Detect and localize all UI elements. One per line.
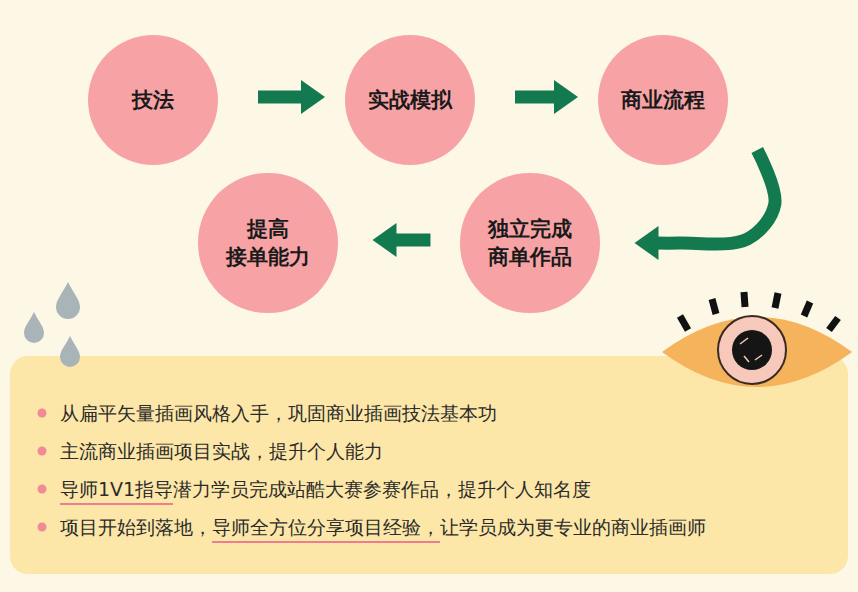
bullet-dot [38,409,47,418]
step-label: 技法 [132,86,174,114]
step-label: 提高 接单能力 [213,215,322,272]
arrow-head [554,80,578,114]
drop [60,336,80,367]
flow-arrow [635,150,776,260]
step-circle: 技法 [88,35,218,165]
drop [24,312,44,343]
eye-shape [662,317,852,387]
arrow-head [635,226,659,260]
step-circle: 提高 接单能力 [198,173,337,312]
step-label: 商业流程 [621,86,705,114]
rain-drops [24,282,80,367]
iris [718,316,786,384]
step-circle: 独立完成 商单作品 [460,173,599,312]
emphasis-underline [212,541,440,543]
arrow-shaft [515,91,556,104]
flow-arrow [515,80,578,114]
arrow-shaft [657,150,776,244]
eye-illustration [662,292,852,387]
info-panel [10,356,848,574]
bullet-dot [38,447,47,456]
step-circle: 商业流程 [598,35,728,165]
flow-arrow [258,80,325,114]
arrow-shaft [395,233,431,246]
pupil-texture [740,338,762,362]
bullet-text: 项目开始到落地，导师全方位分享项目经验，让学员成为更专业的商业插画师 [60,514,706,540]
step-circle: 实战模拟 [345,35,475,165]
arrow-shaft [258,91,303,104]
bullet-text: 导师1V1指导潜力学员完成站酷大赛参赛作品，提升个人知名度 [60,476,591,502]
bullet-text: 主流商业插画项目实战，提升个人能力 [60,438,383,464]
bullet-dot [38,485,47,494]
drop [56,282,80,319]
bullet-dot [38,523,47,532]
step-label: 独立完成 商单作品 [475,215,584,272]
step-label: 实战模拟 [368,86,452,114]
pupil [732,330,772,370]
arrow-head [373,223,397,257]
emphasis-underline [60,503,173,505]
bullet-text: 从扁平矢量插画风格入手，巩固商业插画技法基本功 [60,400,497,426]
arrow-head [301,80,325,114]
flow-arrow [373,223,431,257]
